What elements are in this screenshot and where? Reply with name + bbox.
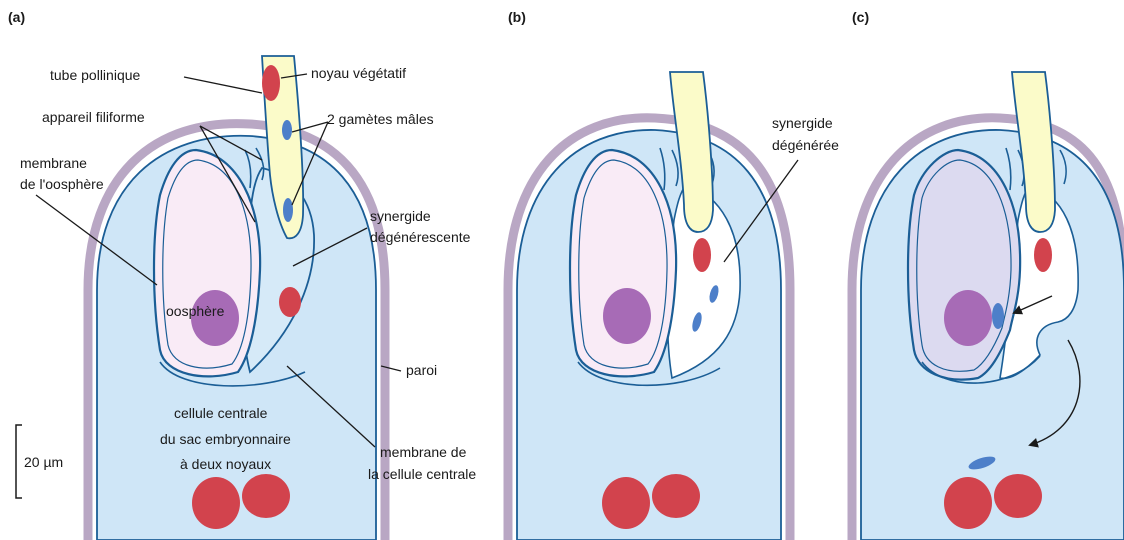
polar-nucleus-1 [944, 477, 992, 529]
label-cellule-centrale-1: cellule centrale [174, 405, 268, 421]
panel-c: (c) [852, 9, 1124, 540]
sperm-cell-1 [282, 120, 292, 140]
label-synergide-1: synergide [370, 208, 431, 224]
polar-nucleus-2 [994, 474, 1042, 518]
panel-a: (a) tube pollinique noyau végétatif [8, 9, 476, 540]
egg-nucleus [603, 288, 651, 344]
vegetative-nucleus [693, 238, 711, 272]
label-appareil-filiforme: appareil filiforme [42, 109, 145, 125]
panel-b-label: (b) [508, 9, 526, 25]
panel-a-label: (a) [8, 9, 25, 25]
label-membrane-cc-2: la cellule centrale [368, 466, 476, 482]
label-membrane-oosphere-1: membrane [20, 155, 87, 171]
label-tube-pollinique: tube pollinique [50, 67, 141, 83]
sperm-cell-2 [283, 198, 293, 222]
leader-tube-pollinique [184, 77, 262, 93]
sperm-cell-fusing-egg [992, 303, 1004, 329]
label-synergide-degeneree-2: dégénérée [772, 137, 839, 153]
panel-c-label: (c) [852, 9, 869, 25]
label-paroi: paroi [406, 362, 437, 378]
label-noyau-vegetatif: noyau végétatif [311, 65, 406, 81]
label-cellule-centrale-2: du sac embryonnaire [160, 431, 291, 447]
egg-nucleus [944, 290, 992, 346]
scale-bar-label: 20 µm [24, 454, 63, 470]
polar-nucleus-2 [652, 474, 700, 518]
label-synergide-degeneree-1: synergide [772, 115, 833, 131]
panel-b: (b) synergide dégénérée [508, 9, 839, 540]
vegetative-nucleus [262, 65, 280, 101]
label-cellule-centrale-3: à deux noyaux [180, 456, 271, 472]
label-membrane-oosphere-2: de l'oosphère [20, 176, 104, 192]
label-membrane-cc-1: membrane de [380, 444, 467, 460]
polar-nucleus-1 [602, 477, 650, 529]
synergid-nucleus [279, 287, 301, 317]
label-synergide-2: dégénérescente [370, 229, 471, 245]
polar-nucleus-1 [192, 477, 240, 529]
label-gametes-males: 2 gamètes mâles [327, 111, 434, 127]
polar-nucleus-2 [242, 474, 290, 518]
scale-bar [16, 425, 22, 498]
label-oosphere: oosphère [166, 303, 225, 319]
vegetative-nucleus [1034, 238, 1052, 272]
